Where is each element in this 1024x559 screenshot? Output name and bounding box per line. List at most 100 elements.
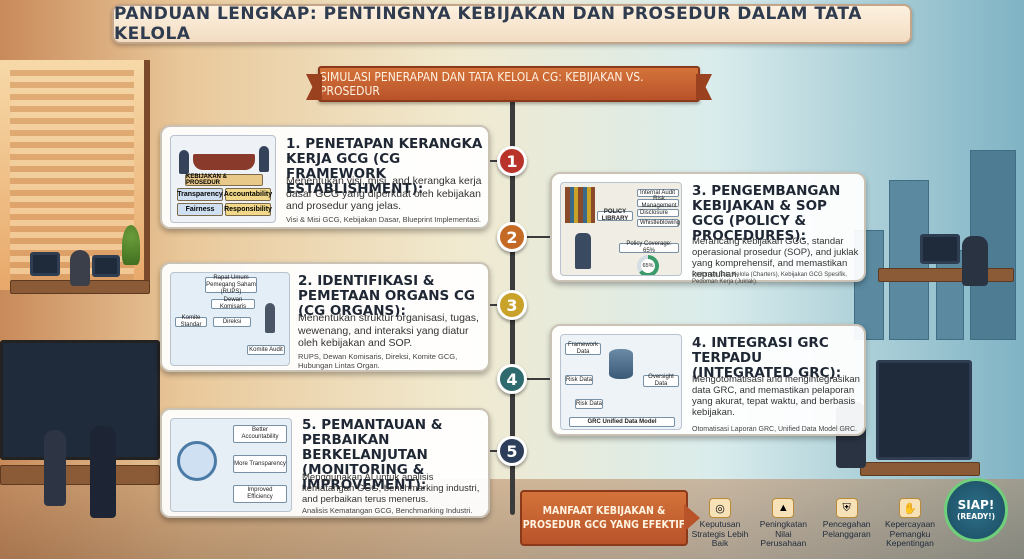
bookshelf-icon <box>565 187 595 223</box>
brain-icon <box>177 441 217 481</box>
monitor <box>92 255 120 277</box>
benefit-item: ⛨ Pencegahan Pelanggaran <box>817 498 877 556</box>
person-figure <box>962 236 988 286</box>
step-note: RUPS, Dewan Komisaris, Direksi, Komite G… <box>298 352 458 370</box>
step-badge-5: 5 <box>497 436 527 466</box>
step-title: 2. IDENTIFIKASI & PEMETAAN ORGANS CG (CG… <box>298 273 475 319</box>
step-description: Mengotomatisasi and mengintegrasikan dat… <box>692 374 860 418</box>
connector <box>514 378 550 380</box>
ready-subtext: (READY!) <box>956 512 996 521</box>
plant <box>122 225 140 265</box>
benefit-label: Kepercayaan Pemangku Kepentingan <box>884 519 936 548</box>
framework-top-label: KEBIJAKAN & PROSEDUR <box>185 174 263 186</box>
step-badge-1: 1 <box>497 146 527 176</box>
ship-icon <box>193 154 255 170</box>
step-card-1: KEBIJAKAN & PROSEDUR Transparency Accoun… <box>160 125 490 229</box>
step-title: 3. PENGEMBANGAN KEBIJAKAN & SOP GCG (POL… <box>692 183 841 244</box>
monitor <box>920 234 960 264</box>
page-title: PANDUAN LENGKAP: PENTINGNYA KEBIJAKAN DA… <box>114 4 862 44</box>
grc-node: Framework Data <box>565 342 601 355</box>
pillar-transparency: Transparency <box>177 188 223 201</box>
policy-item: Disclosure <box>637 209 679 217</box>
person-figure <box>265 303 275 333</box>
step-card-4: Framework Data Risk Data Oversight Data … <box>550 324 866 436</box>
desk <box>0 465 160 485</box>
pillar-fairness: Fairness <box>177 203 223 216</box>
step-title: 4. INTEGRASI GRC TERPADU (INTEGRATED GRC… <box>692 335 842 381</box>
outcome-box: More Transparency <box>233 455 287 473</box>
step-note: Pedoman Tata Kelola (Charters), Kebijaka… <box>692 272 847 285</box>
benefits-title: MANFAAT KEBIJAKAN & PROSEDUR GCG YANG EF… <box>522 505 686 531</box>
handshake-icon: ✋ <box>898 498 921 518</box>
benefit-item: ✋ Kepercayaan Pemangku Kepentingan <box>880 498 940 556</box>
step-description: Menggunakan AI untuk analisis kematangan… <box>302 472 480 505</box>
monitor <box>876 360 972 460</box>
monitor <box>30 252 60 276</box>
title-banner: PANDUAN LENGKAP: PENTINGNYA KEBIJAKAN DA… <box>112 4 912 44</box>
subtitle-ribbon: SIMULASI PENERAPAN DAN TATA KELOLA CG: K… <box>318 66 700 102</box>
policy-item: Risk Management <box>637 196 679 209</box>
ready-badge: SIAP! (READY!) <box>944 478 1008 542</box>
step-card-3: POLICY LIBRARY Internal Audit Risk Manag… <box>550 172 866 285</box>
benefit-item: ◎ Keputusan Strategis Lebih Baik <box>690 498 750 556</box>
target-icon: ◎ <box>709 498 731 518</box>
person-figure <box>44 430 66 506</box>
policy-library-illustration: POLICY LIBRARY Internal Audit Risk Manag… <box>560 182 682 276</box>
grc-node: Risk Data <box>565 375 593 385</box>
policy-coverage-label: Policy Coverage: 65% <box>619 241 679 254</box>
growth-icon: ▲ <box>772 498 795 518</box>
person-figure <box>575 233 591 269</box>
person-figure <box>179 150 189 174</box>
dashboard-wall <box>0 340 160 460</box>
outcome-box: Better Accountability <box>233 425 287 443</box>
ready-text: SIAP! <box>957 498 995 512</box>
grc-node: Oversight Data <box>643 374 679 387</box>
step-note: Analisis Kematangan GCG, Benchmarking In… <box>302 506 473 515</box>
benefit-item: ▲ Peningkatan Nilai Perusahaan <box>753 498 813 556</box>
policy-item: Whistleblowing <box>637 219 680 227</box>
org-box-komite-standar: Komite Standar <box>175 315 207 328</box>
framework-illustration: KEBIJAKAN & PROSEDUR Transparency Accoun… <box>170 135 276 223</box>
benefits-banner: MANFAAT KEBIJAKAN & PROSEDUR GCG YANG EF… <box>520 490 688 546</box>
desk <box>878 268 1014 282</box>
policy-item: Internal Audit <box>637 189 679 197</box>
benefits-list: ◎ Keputusan Strategis Lebih Baik ▲ Penin… <box>690 498 940 556</box>
step-title: 5. PEMANTAUAN & PERBAIKAN BERKELANJUTAN … <box>302 417 443 493</box>
step-description: Menentukan struktur organisasi, tugas, w… <box>298 312 479 349</box>
person-figure <box>70 250 90 286</box>
step-badge-4: 4 <box>497 364 527 394</box>
benefit-label: Pencegahan Pelanggaran <box>822 519 871 539</box>
org-box-rups: Rapat Umum Pemegang Saham (RUPS) <box>205 274 257 295</box>
person-figure <box>259 146 269 172</box>
coverage-donut: 65% <box>637 255 659 275</box>
desk <box>860 462 980 476</box>
policy-library-label: POLICY LIBRARY <box>597 209 633 222</box>
step-note: Otomatisasi Laporan GRC, Unified Data Mo… <box>692 426 857 433</box>
monitoring-illustration: Better Accountability More Transparency … <box>170 418 292 512</box>
step-title: 1. PENETAPAN KERANGKA KERJA GCG (CG FRAM… <box>286 136 483 197</box>
benefit-label: Peningkatan Nilai Perusahaan <box>759 519 807 548</box>
shield-icon: ⛨ <box>835 498 858 518</box>
org-box-komisaris: Dewan Komisaris <box>211 297 255 310</box>
step-card-2: Rapat Umum Pemegang Saham (RUPS) Dewan K… <box>160 262 490 372</box>
outcome-box: Improved Efficiency <box>233 485 287 503</box>
step-note: Visi & Misi GCG, Kebijakan Dasar, Bluepr… <box>286 215 481 224</box>
connector <box>514 236 550 238</box>
pillar-accountability: Accountability <box>224 188 272 201</box>
org-box-direksi: Direksi <box>213 317 251 327</box>
grc-caption: GRC Unified Data Model <box>569 417 675 427</box>
step-badge-3: 3 <box>497 290 527 320</box>
subtitle-text: SIMULASI PENERAPAN DAN TATA KELOLA CG: K… <box>320 70 644 98</box>
coverage-value: 65% <box>641 259 655 273</box>
step-description: Menentukan visi, misi, and kerangka kerj… <box>286 175 482 212</box>
pillar-responsibility: Responsibility <box>224 203 272 216</box>
org-box-komite-audit: Komite Audit <box>247 345 285 355</box>
grc-illustration: Framework Data Risk Data Oversight Data … <box>560 334 682 430</box>
office-window <box>0 60 150 290</box>
step-card-5: Better Accountability More Transparency … <box>160 408 490 518</box>
step-description: Merancang kebijakan GCG, standar operasi… <box>692 236 859 280</box>
grc-node: Risk Data <box>575 399 603 409</box>
benefit-label: Keputusan Strategis Lebih Baik <box>691 519 749 548</box>
org-chart-illustration: Rapat Umum Pemegang Saham (RUPS) Dewan K… <box>170 272 290 366</box>
database-icon <box>609 349 633 379</box>
